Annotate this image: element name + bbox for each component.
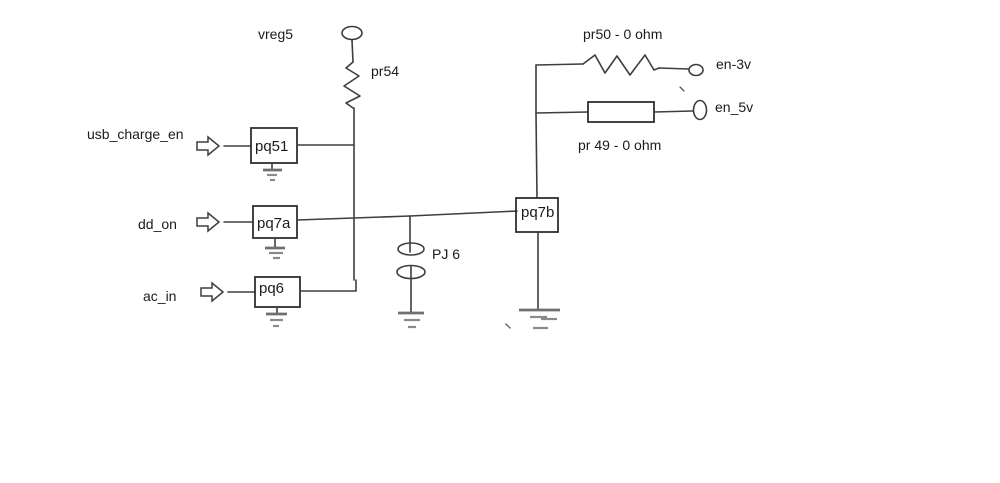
wire-net-to-pr50 <box>535 63 584 66</box>
stray-mark <box>505 323 511 329</box>
ac-in-label: ac_in <box>143 288 176 304</box>
input-dd-on: dd_on pq7a <box>138 205 518 260</box>
resistor-zigzag-symbol-pr50 <box>582 54 660 76</box>
pr50-label: pr50 - 0 ohm <box>583 26 662 42</box>
stray-mark <box>679 86 685 92</box>
wire-pq7a-to-pq7b <box>296 210 518 221</box>
terminal-circle-en5v <box>692 99 708 121</box>
pr49-label: pr 49 - 0 ohm <box>578 137 661 153</box>
input-ac-in: ac_in pq6 <box>143 276 357 328</box>
ground-symbol <box>266 306 287 328</box>
usb-charge-en-label: usb_charge_en <box>87 126 184 142</box>
block-arrow-icon <box>196 211 221 233</box>
ground-symbol <box>519 308 560 330</box>
resistor-box-symbol-pr49 <box>587 101 655 123</box>
en5v-label: en_5v <box>715 99 753 115</box>
wire-pr49-to-terminal <box>653 110 694 113</box>
resistor-zigzag-symbol-pr54 <box>343 61 361 109</box>
wire-vreg5-to-resistor <box>351 39 354 63</box>
ground-symbol <box>265 237 285 260</box>
block-arrow-icon <box>200 281 225 303</box>
output-en3v: pr50 - 0 ohm en-3v <box>535 26 751 92</box>
block-arrow-icon <box>196 135 221 157</box>
wire-pr50-to-terminal <box>658 67 689 70</box>
ground-symbol <box>398 311 424 329</box>
connector-pin-circle <box>397 242 425 256</box>
pr54-label: pr54 <box>371 63 399 79</box>
input-usb-charge-en: usb_charge_en pq51 <box>87 126 355 182</box>
vreg5-label: vreg5 <box>258 26 293 42</box>
connector-pj6: PJ 6 <box>396 215 460 329</box>
power-rail-vreg5: vreg5 pr54 <box>258 25 399 281</box>
wire-net-to-pr49 <box>535 111 589 114</box>
pq7b-label: pq7b <box>521 204 554 221</box>
terminal-circle-en3v <box>688 63 704 77</box>
pj6-label: PJ 6 <box>432 246 460 262</box>
wire-output-net-to-pq7b <box>535 64 538 199</box>
pq7a-label: pq7a <box>257 215 291 232</box>
pq51-label: pq51 <box>255 138 288 155</box>
dd-on-label: dd_on <box>138 216 177 232</box>
pq6-label: pq6 <box>259 280 284 297</box>
ground-symbol <box>263 162 282 182</box>
component-pq7b: pq7b <box>505 64 560 330</box>
output-en5v: en_5v pr 49 - 0 ohm <box>535 99 753 153</box>
terminal-circle-vreg5 <box>341 25 363 41</box>
component-box-pq7b <box>515 197 559 233</box>
en3v-label: en-3v <box>716 56 751 72</box>
wire-pq6-to-net <box>299 279 357 292</box>
